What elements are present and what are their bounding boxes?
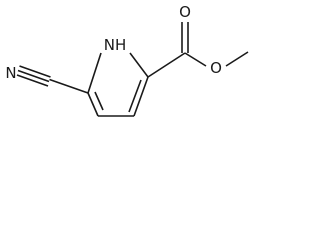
ring-bond-n1-c2 [129,52,149,78]
ring-bond-c4-c5 [87,92,99,117]
nitrile-to-ring-bond [49,78,89,94]
carbonyl-oxygen-label: O [179,3,191,21]
nitrile-triple-bond-3 [16,74,49,87]
ring-bond-c5-n1 [87,52,102,94]
ester-group [147,22,249,78]
ring-bond-c2-c3 [133,76,149,117]
carbonyl-to-ester-oxygen-bond [184,52,207,67]
ester-oxygen-label: O [210,59,222,77]
pyrrole-ring [87,52,149,117]
ring-to-carbonyl-bond [147,52,186,78]
nitrile-triple-bond-1 [17,69,50,83]
nitrile-triple-bond-2 [19,65,51,78]
ring-nh-label: NH [104,36,127,54]
ring-double-bond-c4-c5 [94,91,104,111]
ester-oxygen-to-methyl-bond [225,51,249,67]
molecule-structure: N NH O O [5,3,249,117]
ring-double-bond-c2-c3 [128,79,142,113]
nitrile-group [16,65,89,94]
nitrile-nitrogen-label: N [5,64,16,82]
